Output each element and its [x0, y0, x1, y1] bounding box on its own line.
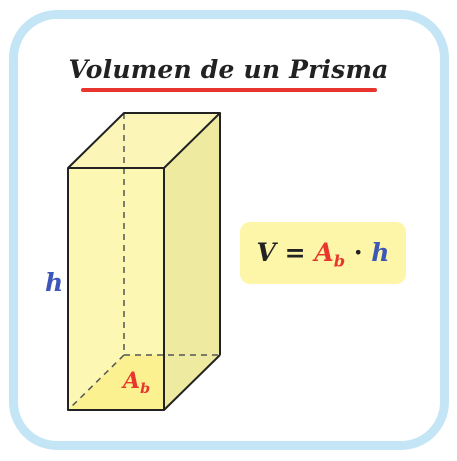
base-area-label-sub: b: [140, 381, 151, 397]
base-area-label: Ab: [123, 368, 150, 397]
base-area-label-main: A: [123, 368, 141, 394]
title-underline: [81, 88, 377, 92]
prism-visible-edges: [67, 112, 221, 411]
formula-base-area-main: A: [314, 238, 334, 267]
diagram-title: Volumen de un Prisma: [68, 55, 389, 84]
formula-base-area-sub: b: [333, 251, 346, 271]
prism-front-face: [68, 168, 164, 410]
formula-height: h: [371, 238, 390, 267]
formula-box: V = Ab · h: [240, 222, 406, 284]
height-label: h: [45, 268, 64, 297]
prism-hidden-edges: [67, 113, 220, 411]
prism-top-face: [68, 113, 220, 168]
formula-times: ·: [353, 238, 363, 267]
formula-equals: =: [284, 238, 306, 267]
formula-base-area: Ab: [314, 238, 345, 271]
prism-side-face: [164, 113, 220, 410]
volume-formula: V = Ab · h: [240, 222, 406, 284]
formula-volume: V: [256, 238, 276, 267]
